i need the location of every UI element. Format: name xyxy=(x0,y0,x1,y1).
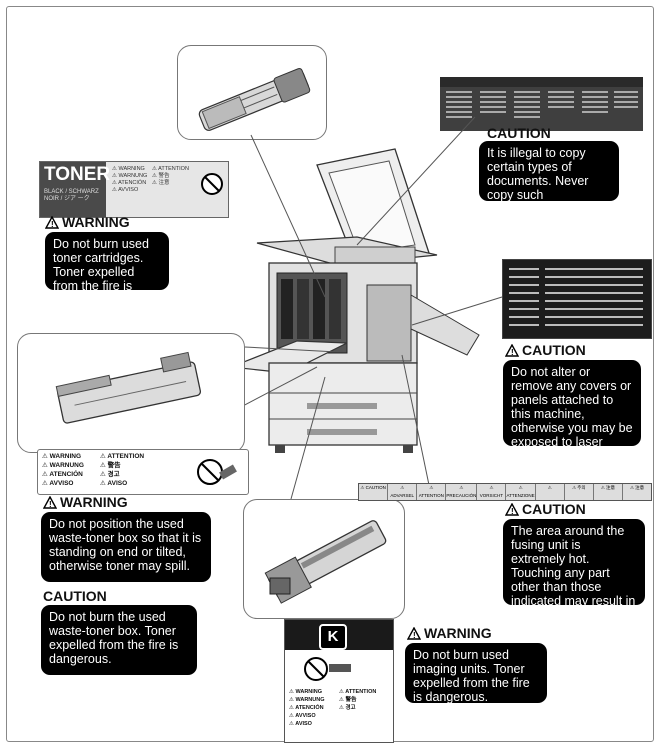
copy-caution-label xyxy=(440,77,643,131)
imaging-unit-illustration xyxy=(264,520,387,604)
warning-wastebox-title: ! WARNING xyxy=(43,494,128,510)
manual-page: TONER BLACK / SCHWARZ NOIR / ジア ーク ⚠ WAR… xyxy=(6,6,654,743)
imaging-unit-label: K ⚠ WARNING ⚠ WARNUNG ⚠ ATENCIÓN ⚠ AVVIS… xyxy=(284,619,394,743)
toner-label-warnings: ⚠ WARNING ⚠ WARNUNG ⚠ ATENCIÓN ⚠ AVVISO xyxy=(112,166,148,193)
waste-box-label: ⚠ WARNING ⚠ WARNUNG ⚠ ATENCIÓN ⚠ AVVISO … xyxy=(37,449,249,495)
imaging-unit-callout xyxy=(243,499,405,619)
warning-toner-text: Do not burn used toner cartridges. Toner… xyxy=(45,232,169,307)
k-badge: K xyxy=(319,624,347,650)
toner-label-attentions: ⚠ ATTENTION ⚠ 警告 ⚠ 注意 xyxy=(152,166,189,186)
warning-triangle-icon: ! xyxy=(407,626,421,640)
svg-text:!: ! xyxy=(51,220,54,229)
copier-machine-illustration xyxy=(230,148,480,453)
warning-toner-title: ! WARNING xyxy=(45,214,130,230)
caution-wastebox-text: Do not burn the used waste-toner box. To… xyxy=(41,605,197,675)
caution-copy-text: It is illegal to copy certain types of d… xyxy=(479,141,619,216)
toner-cartridge-callout xyxy=(177,45,327,140)
warning-imaging-text: Do not burn used imaging units. Toner ex… xyxy=(405,643,547,704)
caution-fusing-text: The area around the fusing unit is extre… xyxy=(503,519,645,622)
no-tilt-icon xyxy=(197,459,237,485)
svg-text:!: ! xyxy=(49,500,52,509)
toner-label-name: TONER xyxy=(44,164,111,185)
warning-wastebox-text: Do not position the used waste-toner box… xyxy=(41,512,211,582)
warning-triangle-icon: ! xyxy=(505,343,519,357)
toner-label: TONER BLACK / SCHWARZ NOIR / ジア ーク ⚠ WAR… xyxy=(39,161,229,218)
laser-caution-label xyxy=(502,259,652,339)
no-fire-icon xyxy=(201,173,223,195)
caution-laser-title: ! CAUTION xyxy=(505,342,586,358)
svg-text:!: ! xyxy=(413,631,416,640)
svg-text:!: ! xyxy=(511,507,514,516)
svg-text:!: ! xyxy=(511,348,514,357)
no-fire-icon xyxy=(304,657,351,681)
caution-wastebox-title: CAUTION xyxy=(43,588,107,604)
warning-triangle-icon: ! xyxy=(505,502,519,516)
caution-copy-title: CAUTION xyxy=(487,125,551,141)
waste-toner-box-illustration xyxy=(55,351,202,424)
caution-fusing-title: ! CAUTION xyxy=(505,501,586,517)
warning-triangle-icon: ! xyxy=(43,495,57,509)
toner-cartridge-illustration xyxy=(198,68,311,131)
toner-label-sub: BLACK / SCHWARZ NOIR / ジア ーク xyxy=(44,189,99,202)
caution-multilingual-strip: ⚠ CAUTION ⚠ ADVARSEL ⚠ ATTENTION ⚠ PRECA… xyxy=(358,483,652,501)
waste-toner-box-callout xyxy=(17,333,245,453)
warning-triangle-icon: ! xyxy=(45,215,59,229)
caution-laser-text: Do not alter or remove any covers or pan… xyxy=(503,360,641,463)
warning-imaging-title: ! WARNING xyxy=(407,625,492,641)
